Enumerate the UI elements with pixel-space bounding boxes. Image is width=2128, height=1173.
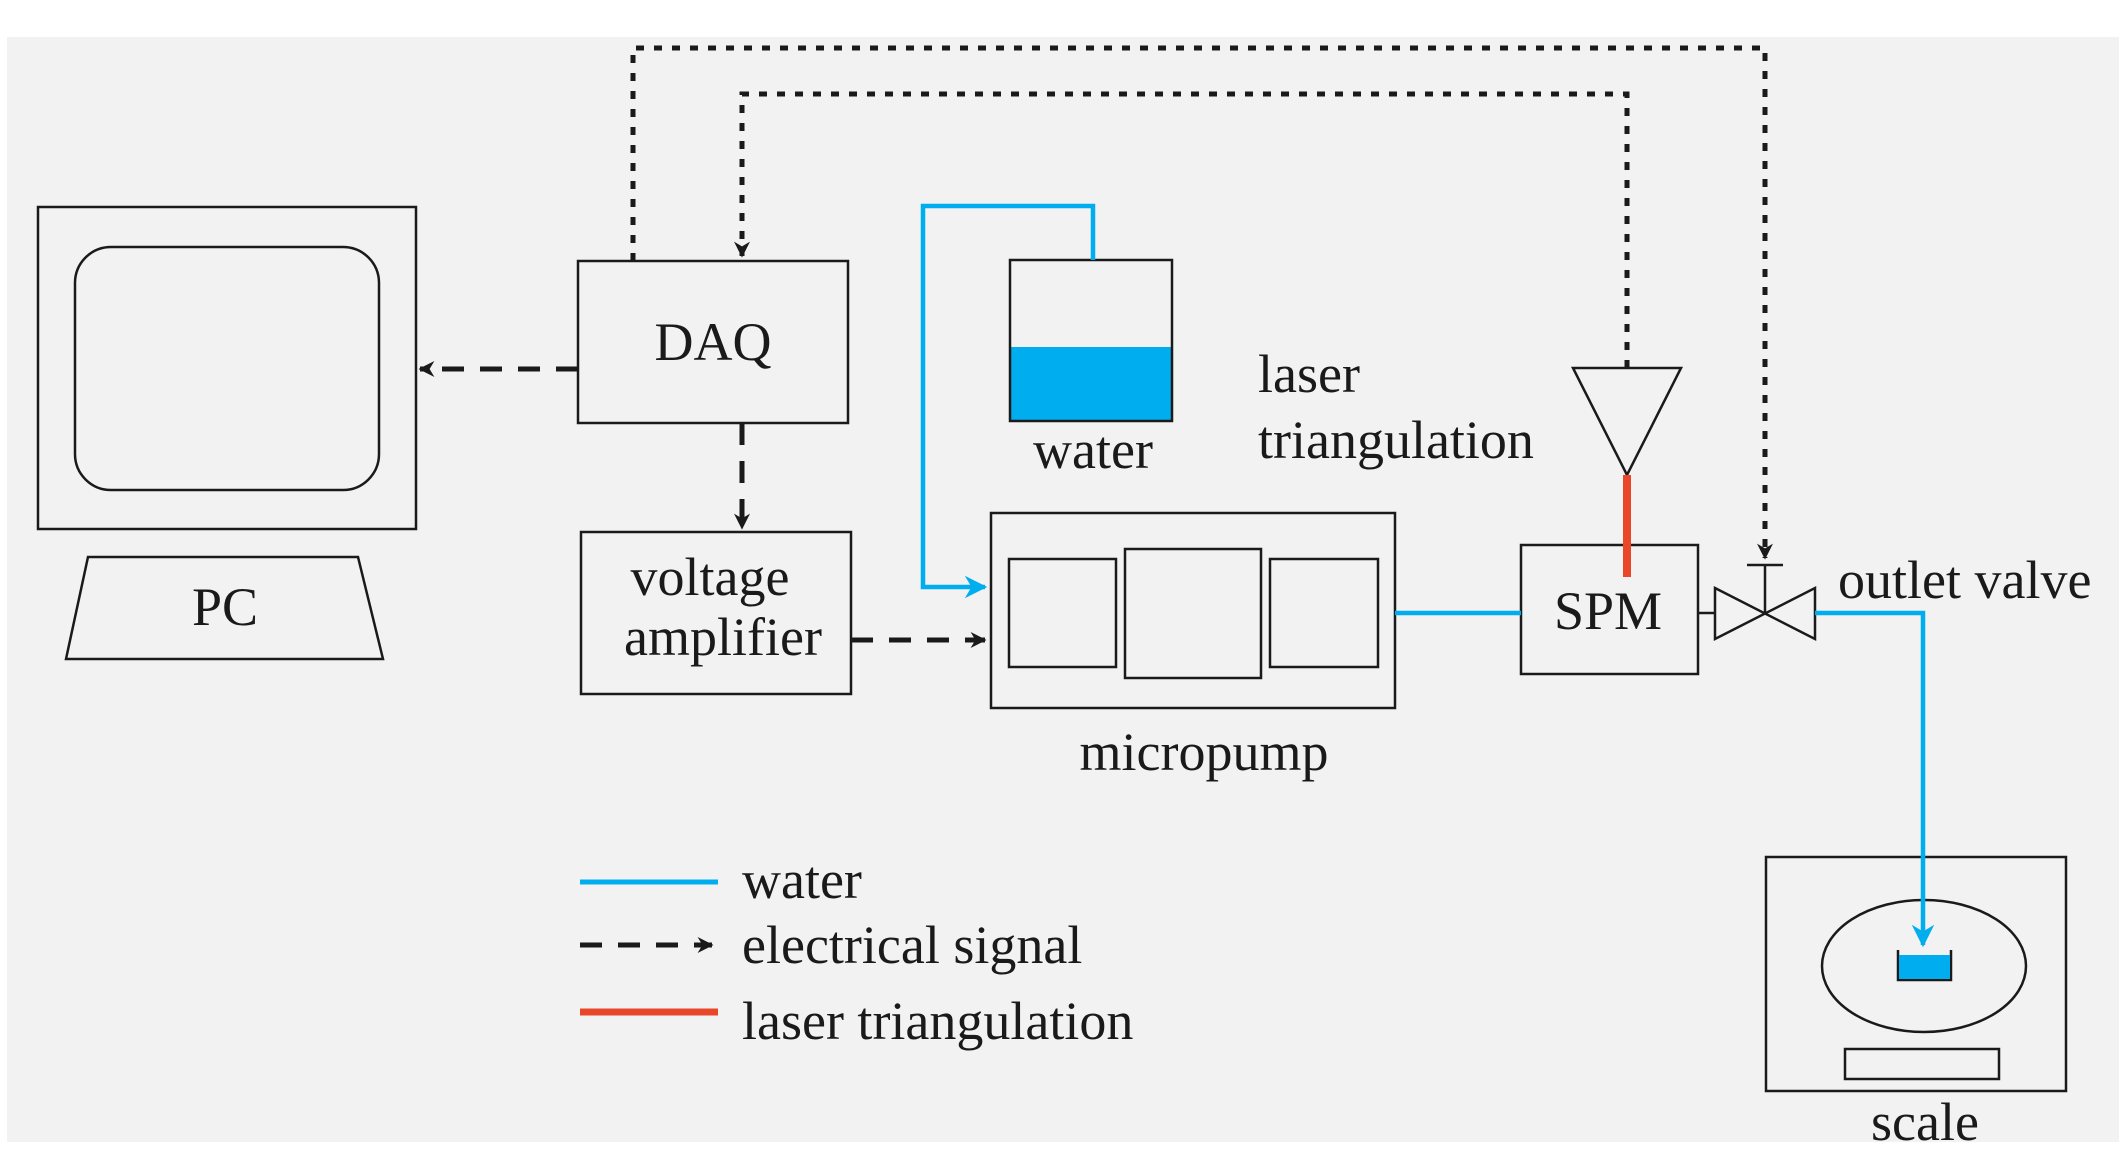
outlet-valve-label: outlet valve [1838,550,2091,610]
voltage-amplifier-box [579,530,853,696]
laser-label-line2: triangulation [1258,410,1534,470]
background-panel [7,37,2119,1142]
water-level [1010,347,1172,421]
spm-label: SPM [1554,581,1662,641]
legend-signal-label: electrical signal [742,915,1082,975]
legend-laser-label: laser triangulation [742,991,1133,1051]
scale-label: scale [1871,1092,1979,1152]
daq-box [576,259,850,425]
pc-monitor [36,205,418,661]
laser-label-line1: laser [1258,344,1360,404]
amplifier-label-line2: amplifier [624,607,822,667]
micropump-label: micropump [1080,722,1329,782]
scale [1764,855,2068,1093]
micropump [989,511,1397,710]
daq-label: DAQ [655,312,772,372]
water-tank-label: water [1033,420,1153,480]
two-way-valve-icon [1698,563,1817,642]
pc-label: PC [192,577,258,637]
amplifier-label-line1: voltage [631,547,790,607]
signal-lines [418,45,1774,649]
water-lines [920,203,1935,948]
spm-box [1519,543,1700,676]
legend: water electrical signal laser triangulat… [580,850,1133,1051]
legend-water-label: water [742,850,862,910]
